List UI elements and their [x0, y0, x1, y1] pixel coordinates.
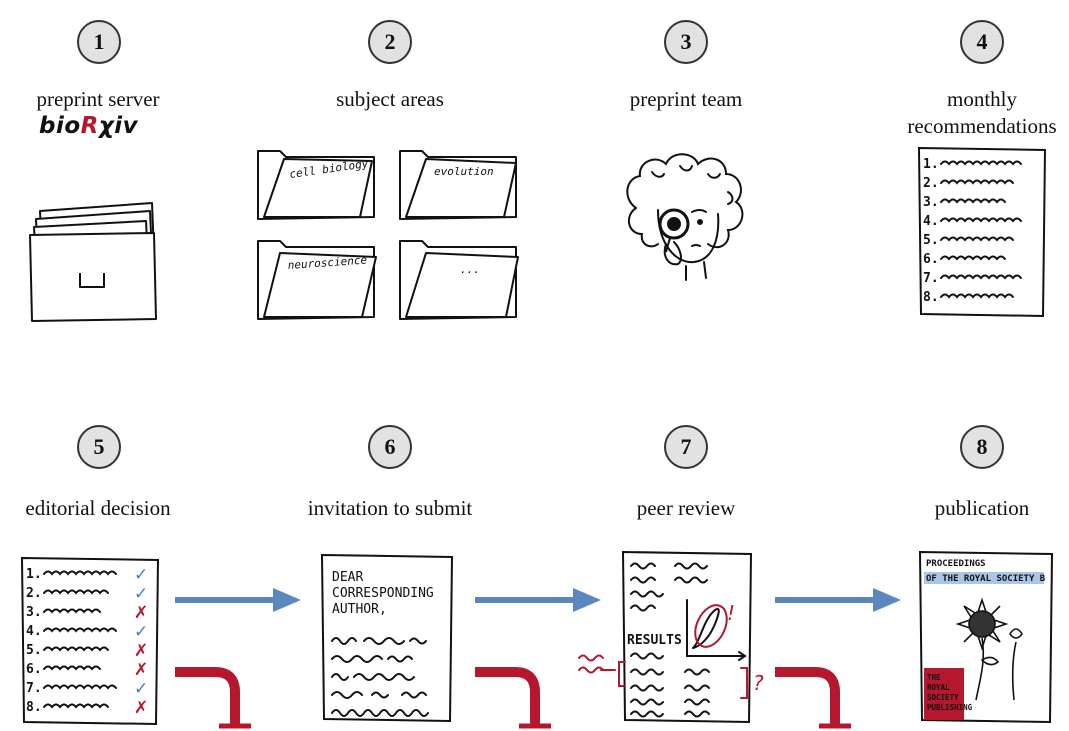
- accept-check-icon: ✓: [134, 584, 148, 604]
- list-number: 2.: [26, 586, 42, 601]
- file-box-illustration: [29, 202, 157, 322]
- step-2-number: 2: [368, 20, 412, 64]
- list-scribble: [43, 703, 109, 709]
- list-scribble: [940, 160, 1022, 166]
- accept-check-icon: ✓: [134, 622, 148, 642]
- list-number: 5.: [26, 643, 42, 658]
- step-7-label: peer review: [636, 496, 736, 520]
- accept-check-icon: ✓: [134, 679, 148, 699]
- step-4-label-line1: monthly: [946, 87, 1017, 111]
- list-scribble: [940, 236, 1014, 242]
- list-scribble: [43, 570, 117, 576]
- list-scribble: [43, 646, 109, 652]
- list-number: 7.: [26, 681, 42, 696]
- step-4-number: 4: [960, 20, 1004, 64]
- reject-cross-icon: ✗: [134, 603, 148, 623]
- biorxiv-logo: bioRχiv: [39, 113, 138, 139]
- list-number: 8.: [26, 700, 42, 715]
- list-number: 5.: [923, 233, 939, 248]
- reject-cross-icon: ✗: [134, 660, 148, 680]
- recommendation-list-sheet: 1. 2. 3. 4. 5. 6. 7. 8.: [917, 146, 1047, 318]
- peer-review-manuscript: RESULTS ! ?: [578, 550, 764, 724]
- step-8-number: 8: [960, 425, 1004, 469]
- list-scribble: [940, 217, 1022, 223]
- list-scribble: [43, 608, 101, 614]
- reject-cross-icon: ✗: [134, 641, 148, 661]
- publisher-badge: THE ROYAL SOCIETY PUBLISHING: [927, 673, 973, 712]
- logo-prefix: bio: [39, 113, 81, 139]
- step-8-label: publication: [934, 496, 1030, 520]
- reject-stop-6: [475, 667, 551, 729]
- list-scribble: [43, 589, 109, 595]
- step-2-label: subject areas: [336, 87, 444, 111]
- list-number: 6.: [26, 662, 42, 677]
- list-scribble: [43, 665, 101, 671]
- step-3-number: 3: [664, 20, 708, 64]
- accept-check-icon: ✓: [134, 565, 148, 585]
- list-scribble: [940, 198, 1006, 204]
- step-7-number: 7: [664, 425, 708, 469]
- folder-label-1: evolution: [434, 165, 494, 178]
- list-scribble: [940, 179, 1014, 185]
- journal-title: PROCEEDINGS OF THE ROYAL SOCIETY B: [926, 559, 1046, 584]
- list-number: 8.: [923, 290, 939, 305]
- reject-stop-5: [175, 667, 251, 729]
- list-number: 6.: [923, 252, 939, 267]
- logo-suffix: χiv: [98, 113, 139, 139]
- step-4-label-line2: recommendations: [907, 114, 1057, 138]
- step-5-label: editorial decision: [25, 496, 171, 520]
- list-number: 3.: [26, 605, 42, 620]
- reject-cross-icon: ✗: [134, 698, 148, 718]
- invitation-letter-sheet: DEAR CORRESPONDING AUTHOR,: [320, 553, 454, 723]
- list-scribble: [43, 627, 117, 633]
- list-scribble: [940, 274, 1022, 280]
- letter-heading: DEAR CORRESPONDING AUTHOR,: [332, 570, 442, 617]
- list-scribble: [940, 293, 1014, 299]
- results-heading: RESULTS: [627, 633, 682, 648]
- flow-arrow-6-to-7: [475, 588, 601, 612]
- reviewer-with-magnifier-illustration: [626, 153, 744, 281]
- list-scribble: [43, 684, 117, 690]
- review-question: ?: [753, 671, 764, 695]
- logo-red-letter: R: [80, 113, 99, 139]
- step-5-number: 5: [77, 425, 121, 469]
- list-number: 1.: [26, 567, 42, 582]
- step-6-number: 6: [368, 425, 412, 469]
- list-number: 1.: [923, 157, 939, 172]
- review-exclamation: !: [727, 601, 735, 625]
- list-number: 3.: [923, 195, 939, 210]
- list-number: 4.: [923, 214, 939, 229]
- list-number: 4.: [26, 624, 42, 639]
- journal-cover: PROCEEDINGS OF THE ROYAL SOCIETY B THE R…: [918, 550, 1054, 724]
- subject-folders: cell biology evolution neuroscience ...: [257, 150, 519, 320]
- step-3-label: preprint team: [629, 87, 743, 111]
- reject-stop-7: [775, 667, 851, 729]
- list-scribble: [940, 255, 1006, 261]
- list-number: 2.: [923, 176, 939, 191]
- decision-list-sheet: 1.2.3.4.5.6.7.8. ✓✓✗✓✗✗✓✗: [20, 556, 160, 726]
- folder-label-2: neuroscience: [287, 253, 368, 272]
- folder-label-3: ...: [460, 263, 480, 276]
- step-1-number: 1: [77, 20, 121, 64]
- flow-arrow-5-to-6: [175, 588, 301, 612]
- flow-arrow-7-to-8: [775, 588, 901, 612]
- step-6-label: invitation to submit: [307, 496, 473, 520]
- step-1-label: preprint server: [36, 87, 160, 111]
- list-number: 7.: [923, 271, 939, 286]
